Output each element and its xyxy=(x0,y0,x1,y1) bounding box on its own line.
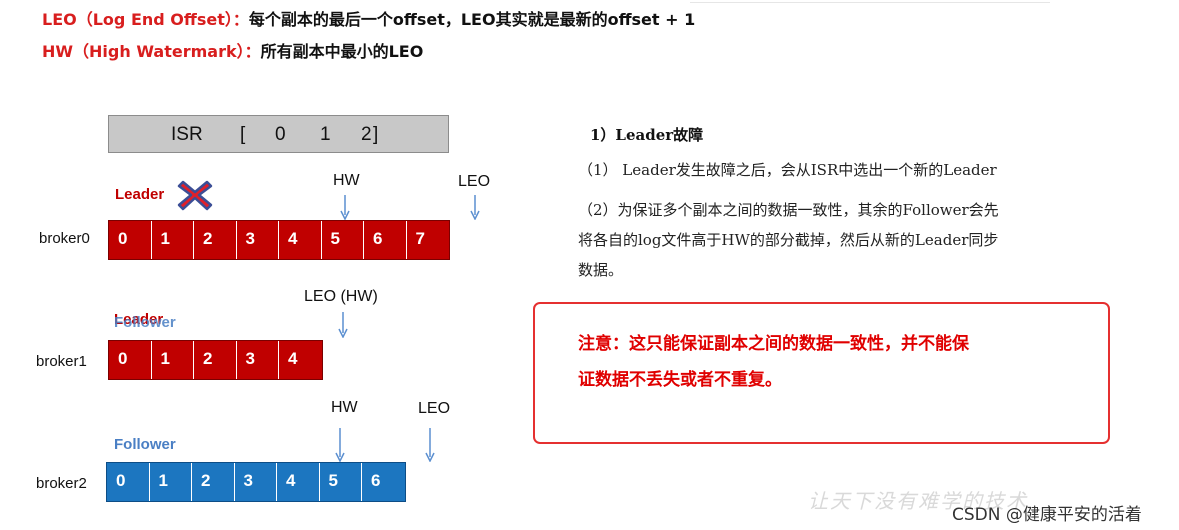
isr-label: ISR xyxy=(171,124,203,145)
broker0-hw-label: HW xyxy=(333,172,360,189)
broker0-offset: 5 xyxy=(321,221,364,259)
isr-member-0: 0 xyxy=(275,124,286,145)
broker0-leo-arrow-icon xyxy=(470,195,480,220)
broker1-offset: 0 xyxy=(109,341,152,379)
broker0-offset: 7 xyxy=(406,221,449,259)
broker0-hw-arrow-icon xyxy=(340,195,350,220)
step-2-text-line2: 将各自的log文件高于HW的部分截掉，然后从新的Leader同步 xyxy=(578,231,999,249)
broker2-offset: 6 xyxy=(362,463,405,501)
broker2-offset: 3 xyxy=(234,463,277,501)
broker0-offset: 6 xyxy=(364,221,407,259)
isr-open-bracket: [ xyxy=(240,124,246,145)
isr-box: ISR [ 0 1 2 ] xyxy=(108,115,449,153)
broker2-hw-label: HW xyxy=(331,399,358,416)
leo-definition: LEO（Log End Offset）：每个副本的最后一个offset，LEO其… xyxy=(42,6,695,30)
top-divider xyxy=(690,2,1050,3)
note-line-1: 注意：这只能保证副本之间的数据一致性，并不能保 xyxy=(578,334,969,354)
broker1-offset: 3 xyxy=(236,341,279,379)
csdn-credit: CSDN @健康平安的活着 xyxy=(952,505,1142,525)
broker1-log: 0 1 2 3 4 xyxy=(108,340,323,380)
broker0-leo-label: LEO xyxy=(458,173,491,190)
broker2-leo-arrow-icon xyxy=(425,428,435,462)
broker1-leo-hw-label: LEO (HW) xyxy=(304,288,378,305)
broker1-leo-hw-arrow-icon xyxy=(338,312,348,338)
broker2-role: Follower xyxy=(114,436,176,453)
note-box xyxy=(533,302,1110,444)
failure-cross-icon xyxy=(177,178,213,216)
broker1-offset: 2 xyxy=(194,341,237,379)
broker2-hw-arrow-icon xyxy=(335,428,345,462)
broker2-offset: 0 xyxy=(107,463,150,501)
leo-term: LEO（Log End Offset）： xyxy=(42,10,249,29)
watermark-text: 让天下没有难学的技术 xyxy=(808,489,1028,513)
step-2-text-line1: （2）为保证多个副本之间的数据一致性，其余的Follower会先 xyxy=(578,201,999,219)
broker0-log: 0 1 2 3 4 5 6 7 xyxy=(108,220,450,260)
broker2-leo-label: LEO xyxy=(418,400,451,417)
hw-description: 所有副本中最小的LEO xyxy=(260,42,424,61)
leo-description: 每个副本的最后一个offset，LEO其实就是最新的offset + 1 xyxy=(248,10,696,29)
section-title: 1）Leader故障 xyxy=(590,126,704,144)
broker0-offset: 0 xyxy=(109,221,152,259)
broker1-old-role: Leader xyxy=(114,311,164,328)
hw-definition: HW（High Watermark）：所有副本中最小的LEO xyxy=(42,38,423,62)
isr-member-2: 2 xyxy=(361,124,372,145)
broker2-offset: 2 xyxy=(192,463,235,501)
broker2-label: broker2 xyxy=(36,475,87,492)
broker0-role: Leader xyxy=(115,186,165,203)
broker0-offset: 4 xyxy=(279,221,322,259)
broker0-offset: 2 xyxy=(194,221,237,259)
isr-close-bracket: ] xyxy=(373,124,379,145)
step-1-text: （1） Leader发生故障之后，会从ISR中选出一个新的Leader xyxy=(578,161,997,179)
step-2-text-line3: 数据。 xyxy=(578,261,624,279)
broker1-offset: 1 xyxy=(151,341,194,379)
broker0-offset: 3 xyxy=(236,221,279,259)
broker2-offset: 4 xyxy=(277,463,320,501)
broker2-log: 0 1 2 3 4 5 6 xyxy=(106,462,406,502)
broker2-offset: 5 xyxy=(319,463,362,501)
broker0-offset: 1 xyxy=(151,221,194,259)
broker1-label: broker1 xyxy=(36,353,87,370)
broker2-offset: 1 xyxy=(149,463,192,501)
isr-member-1: 1 xyxy=(320,124,331,145)
broker0-label: broker0 xyxy=(39,230,90,247)
hw-term: HW（High Watermark）： xyxy=(42,42,261,61)
broker1-new-role: Follower xyxy=(114,314,176,331)
note-line-2: 证数据不丢失或者不重复。 xyxy=(578,370,782,390)
broker1-offset: 4 xyxy=(279,341,322,379)
